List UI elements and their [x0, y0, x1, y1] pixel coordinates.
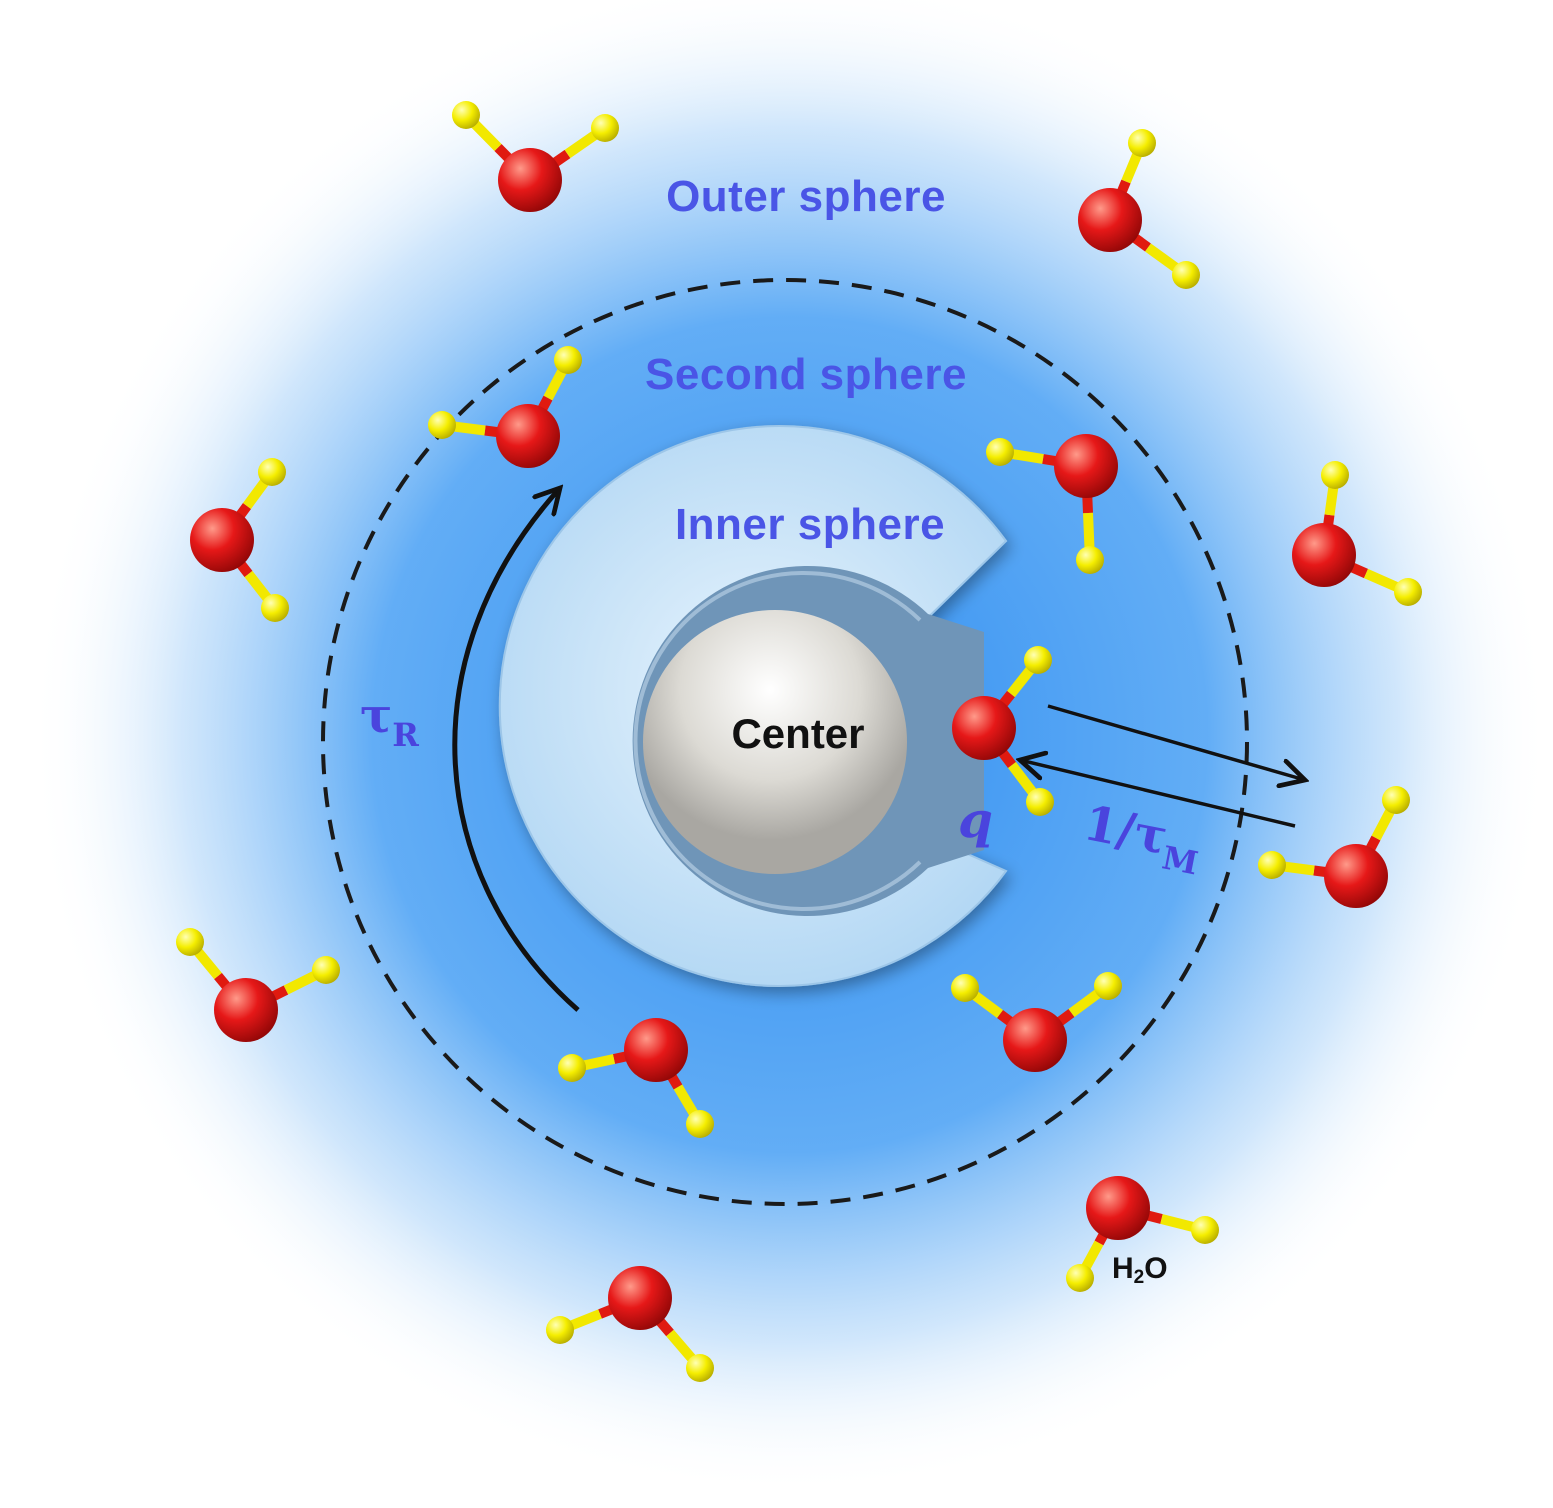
water-molecules — [176, 101, 1422, 1382]
water-molecule — [1066, 1176, 1219, 1292]
hydrogen-atom — [452, 101, 480, 129]
hydrogen-atom — [554, 346, 582, 374]
oxygen-atom — [952, 696, 1016, 760]
hydrogen-atom — [258, 458, 286, 486]
oxygen-atom — [1054, 434, 1118, 498]
hydrogen-atom — [1382, 786, 1410, 814]
water-molecule — [1258, 786, 1410, 908]
oxygen-atom — [498, 148, 562, 212]
hydrogen-atom — [1191, 1216, 1219, 1244]
tau-r-symbol: τ — [360, 688, 393, 744]
oxygen-atom — [190, 508, 254, 572]
hydrogen-atom — [591, 114, 619, 142]
center-label: Center — [731, 710, 865, 757]
oxygen-atom — [1086, 1176, 1150, 1240]
hydrogen-atom — [1094, 972, 1122, 1000]
hydrogen-atom — [1172, 261, 1200, 289]
water-molecule — [546, 1266, 714, 1382]
rotational-correlation-time-label: τR — [360, 688, 419, 754]
water-molecule — [951, 972, 1122, 1072]
second-sphere-boundary — [321, 278, 1249, 1206]
hydrogen-atom — [1321, 461, 1349, 489]
water-molecule — [986, 434, 1118, 574]
oxygen-atom — [1078, 188, 1142, 252]
oxygen-atom — [1292, 523, 1356, 587]
hydrogen-atom — [428, 411, 456, 439]
second-sphere-label: Second sphere — [645, 350, 967, 399]
hydrogen-atom — [1066, 1264, 1094, 1292]
oxygen-atom — [214, 978, 278, 1042]
hydrogen-atom — [951, 974, 979, 1002]
hydration-number-label: q — [958, 790, 993, 849]
hydrogen-atom — [1128, 129, 1156, 157]
water-molecule — [190, 458, 289, 622]
hydrogen-atom — [1394, 578, 1422, 606]
hydrogen-atom — [1076, 546, 1104, 574]
core-ring-highlight — [633, 571, 922, 911]
exchange-arrow-out — [1047, 704, 1305, 780]
hydrogen-atom — [1026, 788, 1054, 816]
hydrogen-atom — [686, 1110, 714, 1138]
water-molecule — [1292, 461, 1422, 606]
outer-sphere-label: Outer sphere — [666, 172, 946, 221]
water-formula-o: O — [1144, 1252, 1168, 1285]
water-molecule — [452, 101, 619, 212]
rotation-arrow — [452, 488, 580, 1012]
oxygen-atom — [496, 404, 560, 468]
hydrogen-atom — [1024, 646, 1052, 674]
oxygen-atom — [624, 1018, 688, 1082]
hydrogen-atom — [176, 928, 204, 956]
hydrogen-atom — [546, 1316, 574, 1344]
hydrogen-atom — [261, 594, 289, 622]
hydrogen-atom — [558, 1054, 586, 1082]
exchange-arrow-in — [1020, 760, 1296, 828]
hydrogen-atom — [686, 1354, 714, 1382]
hydrogen-atom — [986, 438, 1014, 466]
water-formula-h: H — [1112, 1252, 1134, 1285]
water-molecule — [952, 646, 1054, 816]
exchange-subscript: M — [1159, 838, 1202, 883]
oxygen-atom — [608, 1266, 672, 1330]
oxygen-atom — [1003, 1008, 1067, 1072]
inner-sphere-label: Inner sphere — [674, 500, 946, 549]
water-formula-subscript: 2 — [1133, 1267, 1145, 1288]
oxygen-atom — [1324, 844, 1388, 908]
water-formula-label: H2O — [1112, 1252, 1168, 1289]
hydrogen-atom — [1258, 851, 1286, 879]
water-molecule — [176, 928, 340, 1042]
water-molecule — [1078, 129, 1200, 289]
hydrogen-atom — [312, 956, 340, 984]
tau-r-subscript: R — [392, 716, 419, 754]
center-core — [643, 610, 907, 874]
water-molecule — [428, 346, 582, 468]
water-molecule — [558, 1018, 714, 1138]
